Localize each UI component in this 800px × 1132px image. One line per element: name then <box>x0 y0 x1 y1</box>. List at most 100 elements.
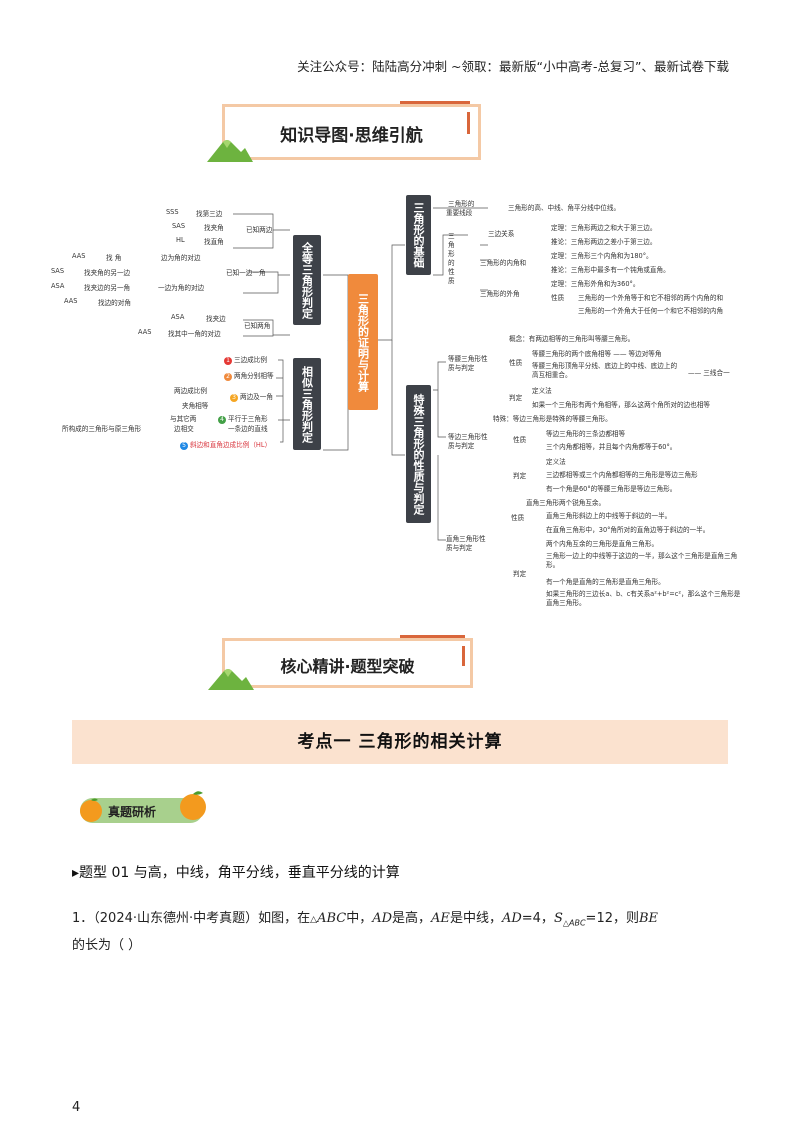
math-ad: AD <box>372 911 393 926</box>
badge-text: 真题研析 <box>108 805 157 819</box>
banner-accent <box>400 101 470 104</box>
mountain-icon <box>208 669 254 690</box>
question-type: ▸题型 01 与高，中线，角平分线，垂直平分线的计算 <box>72 865 400 881</box>
mm-text: 定义法 <box>532 387 552 395</box>
mm-text: 三角形的一个外角等于和它不相邻的两个内角的和 <box>578 294 724 302</box>
mm-text: HL <box>176 236 185 244</box>
mm-text: 性质 <box>513 436 527 444</box>
mm-text: 两个内角互余的三角形是直角三角形。 <box>546 540 659 548</box>
mm-text: 如果三角形的三边长a、b、c有关系a²+b²=c²，那么这个三角形是直角三角形。 <box>546 590 741 607</box>
mm-text: AAS <box>72 252 86 260</box>
mm-text: 夹角相等 <box>182 402 209 410</box>
page-header: 关注公众号：陆陆高分冲刺 ~领取：最新版“小中高考-总复习”、最新试卷下载 <box>297 59 729 74</box>
mm-text: 三边成比例 <box>234 356 267 364</box>
mm-text: 两边成比例 <box>174 387 207 395</box>
mindmap-banner: 知识导图·思维引航 <box>222 104 481 160</box>
mindmap-connectors <box>233 207 488 541</box>
mm-text: 等腰三角形的两个底角相等 —— 等边对等角 <box>532 350 662 358</box>
mm-text: 两边及一角 <box>240 393 273 401</box>
q-text: =4， <box>521 911 554 926</box>
mm-text: —— 三线合一 <box>688 369 730 377</box>
mm-text: ASA <box>171 313 185 321</box>
mm-text: 三角形的 <box>448 200 475 208</box>
similarity-node: 相似三角形判定 <box>293 358 321 450</box>
mm-text: 三角形的内角和 <box>480 259 527 267</box>
center-node: 三角形的证明与计算 <box>348 274 378 410</box>
mm-text: 等边三角形的三条边都相等 <box>546 430 626 438</box>
banner-accent <box>400 635 465 638</box>
mm-text: 找边的对角 <box>98 299 131 307</box>
banner-title: 知识导图·思维引航 <box>280 126 423 146</box>
mm-text: 定理：三角形外角和为360°。 <box>551 280 640 288</box>
mm-text: 特殊：等边三角形是特殊的等腰三角形。 <box>493 415 612 423</box>
mm-text: 等腰三角形顶角平分线、底边上的中线、底边上的高互相重合。 <box>532 362 678 379</box>
num-badge: 1 <box>224 357 232 365</box>
mm-text: 三角形一边上的中线等于这边的一半，那么这个三角形是直角三角形。 <box>546 552 738 569</box>
lecture-banner: 核心精讲·题型突破 <box>222 638 473 688</box>
mm-text: 平行于三角形 <box>228 415 268 423</box>
congruence-node: 全等三角形判定 <box>293 235 321 325</box>
q-text: 是高， <box>392 911 432 926</box>
mm-text: 直角三角形斜边上的中线等于斜边的一半。 <box>546 512 672 520</box>
mm-text: 有一个角是直角的三角形是直角三角形。 <box>546 578 665 586</box>
mm-text: 三角形的高、中线、角平分线中位线。 <box>508 204 621 212</box>
mm-text: 找夹角 <box>204 224 224 232</box>
mm-text: 已知两角 <box>244 322 271 330</box>
mm-text: 定理：三角形三个内角和为180°。 <box>551 252 653 260</box>
question-source: （2024·山东德州·中考真题）如图，在 <box>93 911 311 926</box>
mm-text: AAS <box>138 328 152 336</box>
orange-icon <box>80 798 102 822</box>
triangle-symbol: △ <box>310 915 318 925</box>
page-number: 4 <box>72 1100 81 1115</box>
mountain-icon <box>207 140 253 162</box>
num-badge: 2 <box>224 373 232 381</box>
mm-text: 一条边的直线 <box>228 425 268 433</box>
banner-accent <box>467 112 470 134</box>
mm-text: 三边关系 <box>488 230 515 238</box>
mm-text: 三角形的外角 <box>480 290 520 298</box>
mm-text: 三角形的性质 <box>448 232 455 285</box>
mm-text: 概念：有两边相等的三角形叫等腰三角形。 <box>509 335 635 343</box>
basics-node: 三角形的基础 <box>406 195 431 275</box>
mm-text: 判定 <box>509 394 523 402</box>
mm-text: 三边都相等或三个内角都相等的三角形是等边三角形 <box>546 471 698 479</box>
num-badge: 3 <box>230 394 238 402</box>
mm-text: ASA <box>51 282 65 290</box>
math-ae: AE <box>431 911 450 926</box>
mm-text: SAS <box>51 267 65 275</box>
mm-text: 找直角 <box>204 238 224 246</box>
q-text: =12，则 <box>585 911 639 926</box>
mm-text: 重要线段 <box>446 209 473 217</box>
mm-text: 找夹角的另一边 <box>84 269 131 277</box>
mm-text: 三个内角都相等，并且每个内角都等于60°。 <box>546 443 677 451</box>
num-badge: 4 <box>218 416 226 424</box>
mm-text: 已知两边 <box>246 226 273 234</box>
mm-text: 直角三角形性质与判定 <box>446 535 486 552</box>
math-s: S <box>553 911 563 926</box>
math-ad: AD <box>501 911 522 926</box>
mm-text: 找第三边 <box>196 210 223 218</box>
mm-text: 找其中一角的对边 <box>168 330 221 338</box>
math-abc: ABC <box>317 911 347 926</box>
real-question-badge: 真题研析 <box>80 791 206 825</box>
math-sub: △ABC <box>562 918 586 928</box>
mm-text: 等边三角形性质与判定 <box>448 433 488 450</box>
mm-text: 性质 <box>511 514 525 522</box>
mm-text: 已知一边一角 <box>226 269 266 277</box>
num-badge: 5 <box>180 442 188 450</box>
question-1: 1．（2024·山东德州·中考真题）如图，在△ABC中，AD是高，AE是中线，A… <box>72 904 732 939</box>
mm-text: 一边为角的对边 <box>158 284 205 292</box>
mm-text: 斜边和直角边成比例（HL） <box>190 441 272 449</box>
mm-text: 判定 <box>513 472 527 480</box>
mm-text: 定理：三角形两边之和大于第三边。 <box>551 224 657 232</box>
mm-text: SSS <box>166 208 179 216</box>
question-number: 1． <box>72 911 94 926</box>
mm-text: 等腰三角形性质与判定 <box>448 355 488 372</box>
mm-text: 找 角 <box>106 254 122 262</box>
mm-text: 有一个角是60°的等腰三角形是等边三角形。 <box>546 485 677 493</box>
mm-text: 与其它两 <box>170 415 197 423</box>
orange-icon <box>180 791 206 820</box>
mm-text: 两角分别相等 <box>234 372 274 380</box>
q-text: 是中线， <box>449 911 502 926</box>
mm-text: 边为角的对边 <box>161 254 201 262</box>
